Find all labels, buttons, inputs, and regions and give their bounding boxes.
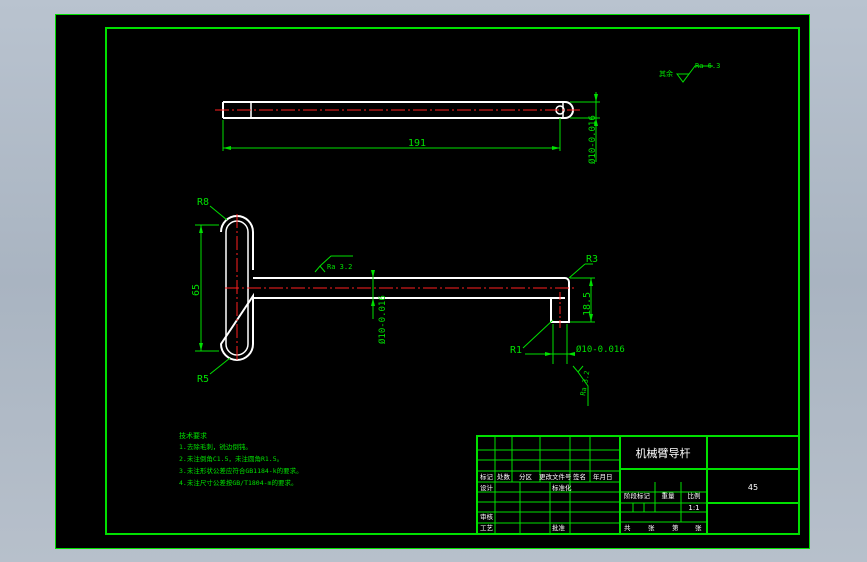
tb-approve: 批准 bbox=[552, 523, 566, 532]
tb-sign: 签名 bbox=[573, 472, 586, 481]
tb-sheets: 张 bbox=[648, 523, 655, 532]
tb-process: 工艺 bbox=[480, 524, 494, 532]
surface-finish-symbols bbox=[314, 65, 713, 406]
tech-note-1: 1.去除毛刺，锐边倒钝。 bbox=[179, 442, 252, 451]
dim-18-5: 18.5 bbox=[582, 292, 593, 316]
dim-diameter-top: Ø10-0.016 bbox=[587, 115, 598, 164]
part-name: 机械臂导杆 bbox=[636, 446, 691, 460]
outer-frame bbox=[55, 14, 810, 549]
tech-notes-heading: 技术要求 bbox=[179, 431, 207, 440]
tb-stage-mark: 阶段标记 bbox=[624, 491, 651, 500]
title-block bbox=[476, 435, 800, 535]
dim-r1: R1 bbox=[510, 345, 522, 356]
tech-note-2: 2.未注倒角C1.5，未注圆角R1.5。 bbox=[179, 454, 283, 463]
tb-check: 审核 bbox=[480, 512, 494, 521]
tb-count: 处数 bbox=[497, 472, 511, 481]
surface-top-right: Ra 6.3 bbox=[695, 62, 720, 70]
cad-drawing: 191 Ø10-0.016 R8 R5 65 R3 R1 18.5 Ø10-0.… bbox=[55, 14, 810, 549]
dim-65: 65 bbox=[191, 284, 202, 296]
tb-marks: 标记 bbox=[480, 472, 494, 481]
tech-notes: 技术要求 1.去除毛刺，锐边倒钝。 2.未注倒角C1.5，未注圆角R1.5。 3… bbox=[179, 431, 303, 487]
inner-frame bbox=[105, 27, 800, 535]
tech-note-4: 4.未注尺寸公差按GB/T1804-m的要求。 bbox=[179, 478, 297, 487]
tb-standardization: 标准化 bbox=[552, 483, 572, 492]
tb-total: 共 bbox=[624, 523, 631, 532]
surface-end: Ra 3.2 bbox=[579, 370, 591, 396]
tech-note-3: 3.未注形状公差应符合GB1184-k的要求。 bbox=[179, 466, 303, 475]
tb-docno: 更改文件号 bbox=[539, 472, 572, 481]
tb-ratio: 比例 bbox=[688, 491, 701, 500]
tb-designer: 设计 bbox=[480, 483, 494, 492]
dim-diameter-shaft: Ø10-0.016 bbox=[377, 295, 388, 344]
surface-shaft: Ra 3.2 bbox=[327, 263, 352, 271]
tb-weight: 重量 bbox=[662, 492, 676, 500]
dim-r8: R8 bbox=[197, 197, 209, 208]
scale-value: 1:1 bbox=[688, 504, 699, 512]
tb-zone: 分区 bbox=[519, 472, 533, 481]
dim-diameter-end: Ø10-0.016 bbox=[576, 344, 625, 355]
tb-sheet-unit: 张 bbox=[695, 523, 702, 532]
drawing-sheet: 191 Ø10-0.016 R8 R5 65 R3 R1 18.5 Ø10-0.… bbox=[55, 14, 810, 549]
tb-date: 年月日 bbox=[593, 472, 613, 481]
front-view bbox=[195, 205, 595, 375]
dim-length: 191 bbox=[408, 138, 426, 149]
surface-other-label: 其余 bbox=[659, 69, 673, 78]
material: 45 bbox=[748, 483, 758, 492]
dim-r5: R5 bbox=[197, 374, 209, 385]
top-view bbox=[215, 92, 600, 162]
dim-r3: R3 bbox=[586, 254, 598, 265]
tb-sheet-no: 第 bbox=[672, 523, 679, 532]
